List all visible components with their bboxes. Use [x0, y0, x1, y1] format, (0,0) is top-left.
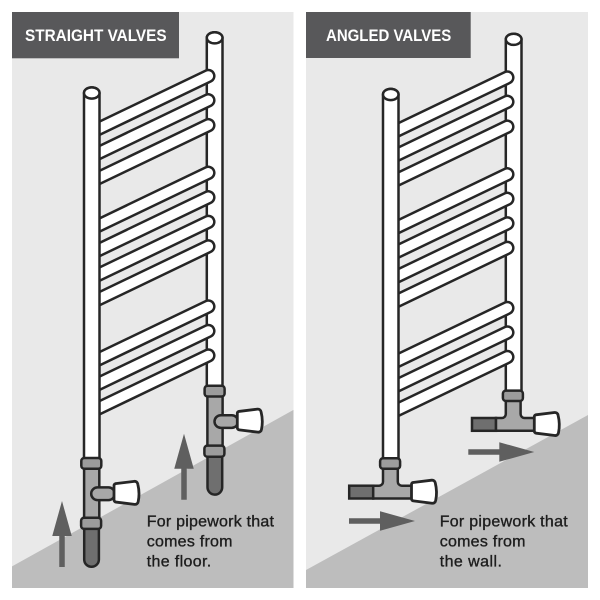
svg-text:the wall.: the wall. [440, 554, 502, 571]
svg-text:the floor.: the floor. [147, 554, 212, 571]
svg-text:ANGLED VALVES: ANGLED VALVES [326, 27, 451, 45]
svg-text:comes from: comes from [440, 534, 526, 551]
svg-text:For pipework that: For pipework that [147, 513, 275, 530]
svg-text:STRAIGHT VALVES: STRAIGHT VALVES [25, 27, 167, 45]
svg-text:comes from: comes from [147, 534, 233, 551]
svg-text:For pipework that: For pipework that [440, 514, 569, 531]
